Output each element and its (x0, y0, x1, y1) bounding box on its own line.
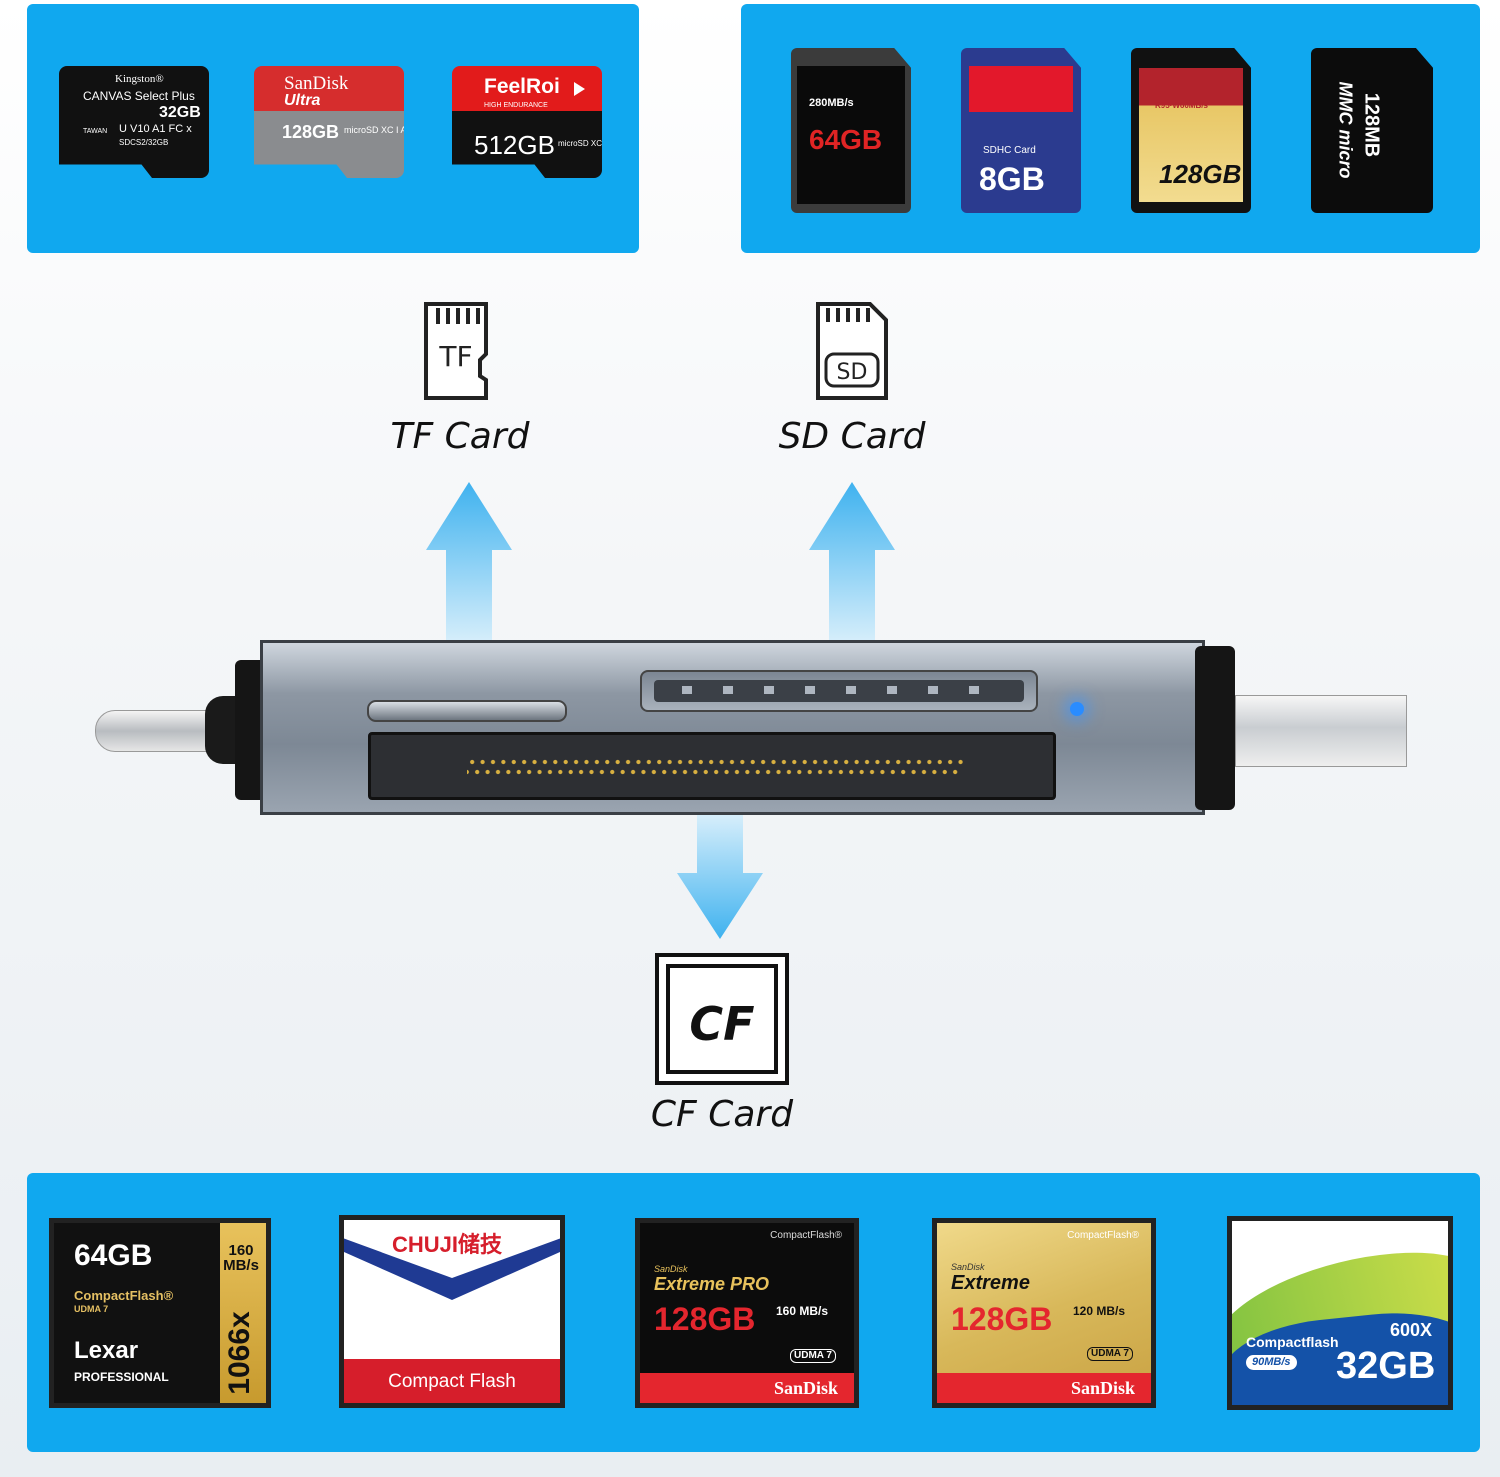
card-capacity: 128GB (1159, 159, 1242, 189)
sd-card-icon: SD (816, 302, 888, 400)
card-capacity: 32GB (1336, 1345, 1436, 1387)
tf-icon-text: TF (438, 340, 472, 373)
card-brand: FeelRoi (484, 75, 560, 98)
card-capacity: 64GB (74, 1239, 153, 1272)
card-brand: MMC micro (1335, 81, 1356, 179)
card-brand: Kingston® (115, 73, 164, 85)
card-rating: 1066x (223, 1311, 256, 1395)
card-capacity: 512GB (474, 130, 555, 160)
card-speed: R95·W60MB/s (1155, 101, 1208, 110)
usb-a-connector (1235, 695, 1407, 767)
cf-slot-arrow (677, 815, 763, 939)
card-marks: U V10 A1 FC x (119, 123, 192, 135)
status-led (1070, 702, 1084, 716)
card-type: CompactFlash® (74, 1288, 174, 1303)
card-type: Industrial (474, 1291, 539, 1308)
sd-slot[interactable] (640, 670, 1038, 712)
card-line: Extreme (951, 1272, 1030, 1294)
card-line: Ultra (284, 92, 321, 109)
lexar-cf-card: 64GB 160 MB/s CompactFlash® UDMA 7 Lexar… (49, 1218, 271, 1408)
sd-slot-arrow (809, 482, 895, 642)
card-brand: SanDisk (284, 73, 349, 94)
kingston-microsd-card: Kingston® CANVAS Select Plus 32GB U V10 … (59, 66, 209, 178)
tf-card-feature: TF TF Card (360, 300, 560, 457)
sd-card-64gb: 280MB/s 64GB (791, 48, 911, 213)
card-brand: CHUJI储技 (392, 1232, 503, 1257)
sd-icon-text: SD (837, 360, 868, 385)
card-speed: 280MB/s (809, 97, 854, 109)
mmc-micro-card: 128MB MMC micro (1311, 48, 1433, 213)
card-type: CompactFlash® (770, 1230, 842, 1241)
card-speed: 120 MB/s (1073, 1304, 1126, 1318)
card-brand-top: SanDisk (654, 1264, 688, 1274)
card-capacity: 128GB (282, 122, 340, 142)
sd-cards-panel: 280MB/s 64GB SDHC Card 8GB R95·W60MB/s 1… (741, 4, 1480, 253)
card-type: CompactFlash® (1067, 1230, 1139, 1241)
card-type: Compactflash (1246, 1334, 1339, 1350)
sandisk-extreme-pro-cf-card: CompactFlash® SanDisk Extreme PRO 128GB … (635, 1218, 859, 1408)
compactflash-32gb-card: Compactflash 600X 90MB/s 32GB (1227, 1216, 1453, 1410)
card-sub: PROFESSIONAL (74, 1370, 169, 1384)
sandisk-extreme-cf-card: CompactFlash® SanDisk Extreme 128GB 120 … (932, 1218, 1156, 1408)
tf-slot[interactable] (367, 700, 567, 722)
card-reader-device (95, 640, 1407, 815)
card-line: SDHC Card (983, 145, 1036, 156)
card-capacity: 64GB (809, 124, 883, 155)
cf-card-icon: CF (655, 953, 789, 1085)
sd-card-128gb: R95·W60MB/s 128GB (1131, 48, 1251, 213)
usb-c-connector (95, 710, 222, 752)
play-icon (574, 82, 585, 96)
feelroi-microsd-card: FeelRoi HIGH ENDURANCE 512GB microSD XC … (452, 66, 602, 178)
card-capacity: 128GB (654, 1301, 756, 1337)
card-capacity: 32GB (159, 104, 201, 121)
card-rating: 600X (1390, 1320, 1433, 1340)
cf-icon-text: CF (689, 997, 754, 1051)
sandisk-ultra-microsd-card: SanDisk Ultra 128GB microSD XC I A1 (254, 66, 404, 178)
card-marks: microSD XC I A1 (344, 125, 404, 135)
chuji-cf-card: CHUJI储技 256MB Industrial CF/256MB Compac… (339, 1215, 565, 1408)
cf-card-label: CF Card (650, 1094, 794, 1135)
tf-cards-panel: Kingston® CANVAS Select Plus 32GB U V10 … (27, 4, 639, 253)
sd-card-label: SD Card (778, 416, 926, 457)
card-capacity: 8GB (979, 161, 1045, 197)
card-speed: 160 MB/s (223, 1242, 259, 1274)
card-line: HIGH ENDURANCE (484, 102, 548, 109)
card-capacity: 128MB (1360, 92, 1383, 158)
card-udma: UDMA 7 (74, 1304, 109, 1314)
card-line: Extreme PRO (654, 1274, 770, 1294)
cf-cards-panel: 64GB 160 MB/s CompactFlash® UDMA 7 Lexar… (27, 1173, 1480, 1452)
tf-card-icon: TF (424, 302, 488, 400)
card-brand: Lexar (74, 1337, 139, 1364)
card-capacity: 256MB (356, 1295, 490, 1342)
sd-card-feature: SD SD Card (752, 300, 952, 457)
card-udma: UDMA 7 (1087, 1347, 1133, 1361)
card-sub: CF/256MB (478, 1309, 526, 1320)
card-udma: UDMA 7 (790, 1349, 836, 1363)
tf-slot-arrow (426, 482, 512, 642)
card-speed: 90MB/s (1246, 1355, 1297, 1370)
card-capacity: 128GB (951, 1301, 1053, 1337)
cf-slot[interactable] (368, 732, 1056, 800)
card-marks: microSD XC I (558, 139, 602, 148)
card-brand-top: SanDisk (951, 1262, 985, 1272)
card-line: CANVAS Select Plus (83, 89, 195, 103)
sd-card-8gb: SDHC Card 8GB (961, 48, 1081, 213)
card-code: SDCS2/32GB (119, 138, 169, 147)
card-speed: 160 MB/s (776, 1304, 829, 1318)
card-footer: Compact Flash (388, 1371, 516, 1392)
tf-card-label: TF Card (390, 416, 530, 457)
card-brand: SanDisk (1070, 1378, 1135, 1398)
card-origin: TAWAN (83, 128, 108, 135)
card-brand: SanDisk (773, 1378, 838, 1398)
cf-card-feature: CF CF Card (622, 952, 822, 1135)
